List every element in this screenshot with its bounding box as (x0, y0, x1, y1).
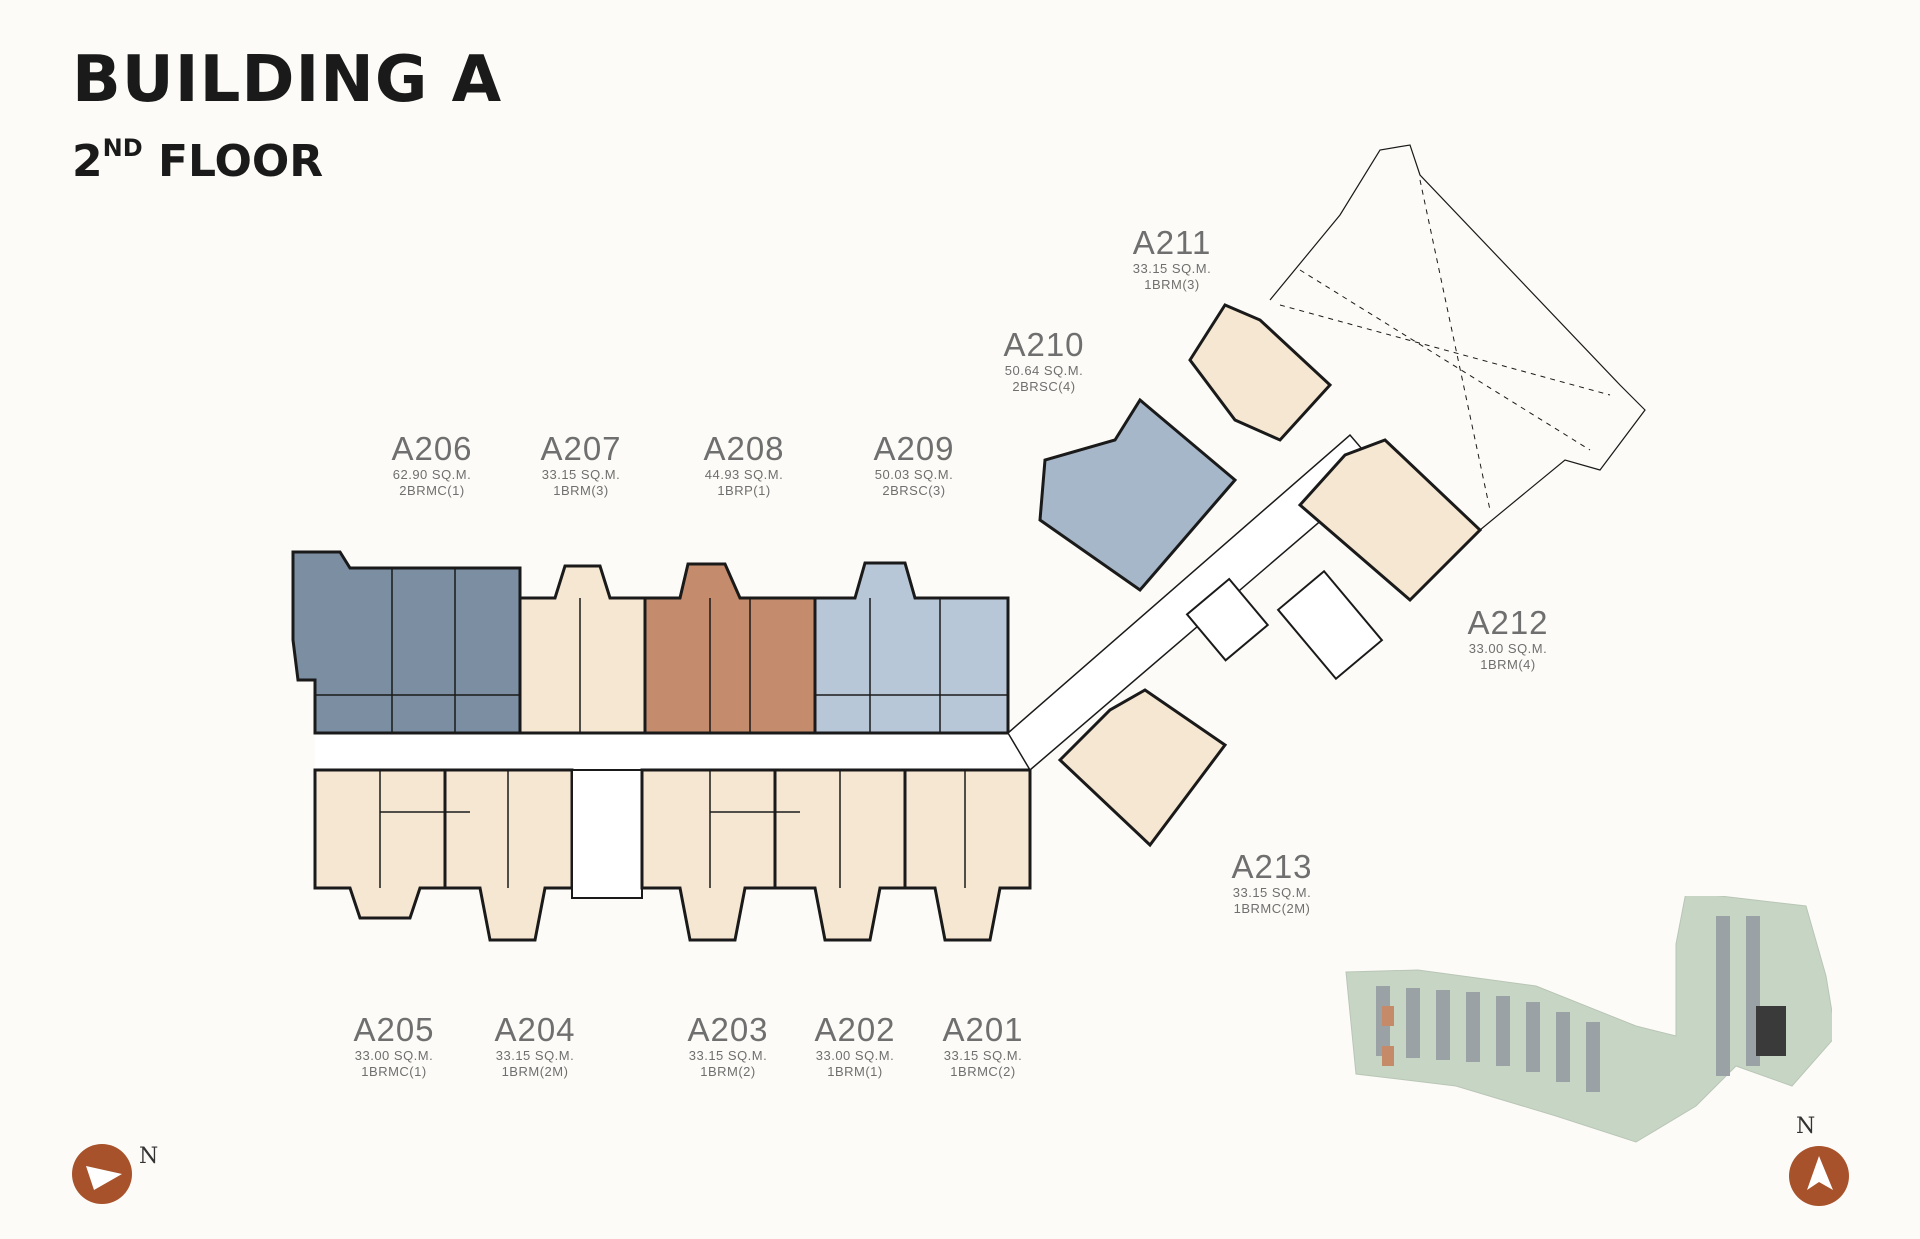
unit-A207 (518, 564, 647, 735)
compass-plan-icon (72, 1144, 132, 1204)
unit-A213 (1057, 688, 1228, 848)
building-a-highlight (1756, 1006, 1786, 1056)
unit-A206 (291, 550, 522, 735)
roof-area (1269, 144, 1646, 531)
unit-A212 (1297, 438, 1483, 603)
stair-west (571, 769, 643, 899)
unit-A209 (813, 561, 1010, 735)
site-key-map (1345, 896, 1832, 1143)
unit-A211 (1188, 303, 1333, 442)
floor-title: 2ND FLOOR (72, 134, 324, 187)
building-title: BUILDING A (72, 43, 503, 117)
compass-site-icon (1789, 1146, 1849, 1206)
unit-A208 (643, 562, 817, 735)
unit-A210 (1038, 397, 1238, 593)
stair-east (1276, 569, 1384, 681)
unit-A203 (640, 768, 777, 942)
compass-site-north-label: N (1796, 1114, 1816, 1139)
core-lift (1185, 577, 1270, 662)
unit-A201 (903, 768, 1032, 942)
compass-plan-north-label: N (139, 1144, 159, 1169)
